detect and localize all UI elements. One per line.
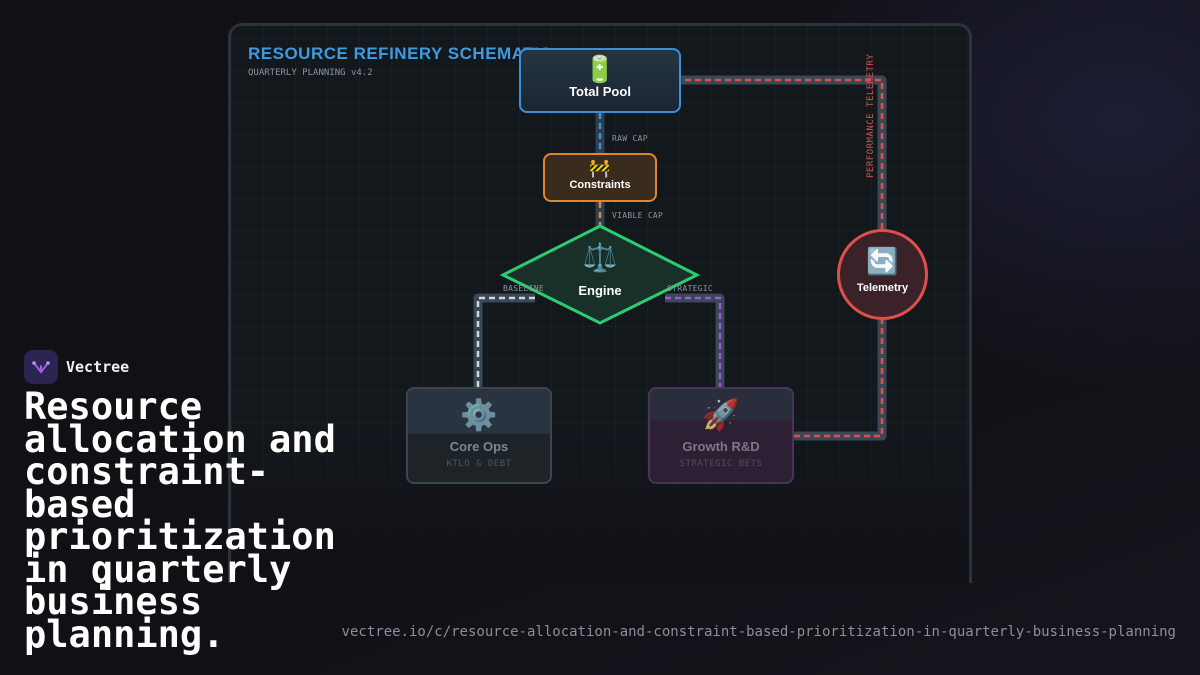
wire-baseline [473,293,535,387]
node-label: Total Pool [569,84,631,99]
node-label: Growth R&D [682,439,760,454]
diagram-subtitle: QUARTERLY PLANNING v4.2 [248,68,373,78]
edge-label-baseline: BASELINE [503,284,544,293]
brand: Vectree [24,350,129,384]
edge-label-raw-cap: RAW CAP [612,134,648,143]
diagram-title: RESOURCE REFINERY SCHEMATIC [248,44,553,63]
edge-label-viable-cap: VIABLE CAP [612,211,664,220]
engine-diamond [499,224,701,325]
page-url[interactable]: vectree.io/c/resource-allocation-and-con… [341,624,1176,640]
wire-strategic [665,293,725,387]
wire-telemetry-return [794,320,887,441]
node-label: Constraints [569,179,631,191]
headline: Resource allocation and constraint-based… [24,385,336,656]
refresh-cycle-icon: 🔄 [866,246,899,276]
vectree-logo-icon [24,350,58,384]
node-label: Telemetry [856,282,909,294]
node-core-ops: ⚙️ Core Ops KTLO & DEBT [406,387,552,484]
node-sublabel: KTLO & DEBT [446,459,512,469]
node-label: Core Ops [449,439,509,454]
rocket-icon: 🚀 [702,399,740,432]
construction-barrier-icon: 🚧 [589,159,611,178]
edge-label-strategic: STRATEGIC [667,284,714,293]
node-sublabel: STRATEGIC BETS [679,459,763,469]
node-telemetry: 🔄 Telemetry [837,229,928,320]
gear-icon: ⚙️ [460,399,498,432]
node-growth-rd: 🚀 Growth R&D STRATEGIC BETS [648,387,794,484]
balance-scale-icon: ⚖️ [582,242,618,273]
wire-performance-telemetry [681,75,887,229]
node-constraints: 🚧 Constraints [543,153,657,202]
node-total-pool: 🔋 Total Pool [519,48,681,113]
edge-label-performance-telemetry: PERFORMANCE TELEMETRY [866,53,876,178]
battery-icon: 🔋 [583,54,617,84]
node-engine-label: Engine [578,283,622,298]
brand-name: Vectree [66,358,130,376]
